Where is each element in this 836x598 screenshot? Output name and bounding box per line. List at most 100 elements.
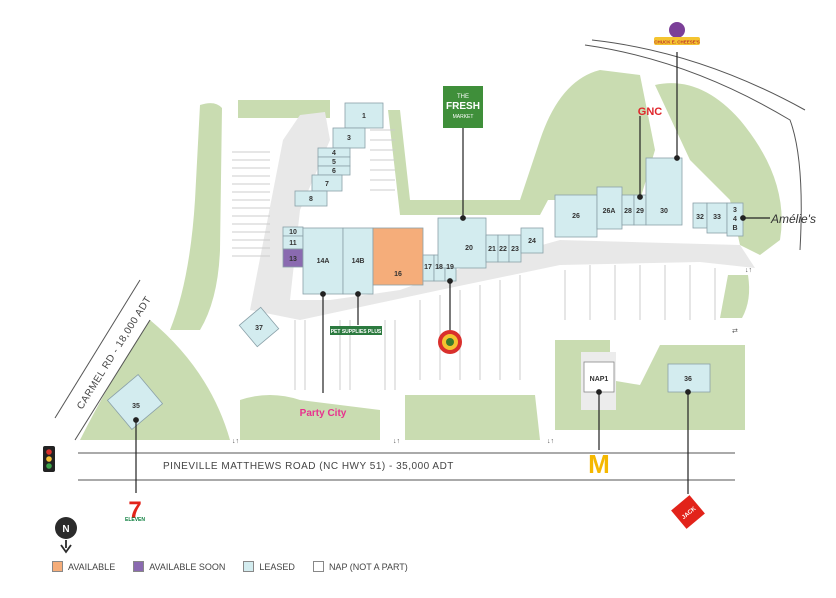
svg-text:7: 7 — [128, 497, 141, 524]
unit-label-16: 16 — [394, 271, 402, 278]
green-west-strip — [170, 103, 222, 330]
seven-eleven-logo: 7 ELEVEN — [122, 496, 148, 524]
fresh-market-logo: THE FRESH MARKET — [443, 86, 483, 128]
road-east-edge — [584, 44, 802, 251]
mcdonalds-logo: M — [588, 449, 610, 479]
unit-label-32: 32 — [696, 214, 704, 221]
svg-text:↓↑: ↓↑ — [745, 267, 752, 274]
svg-text:MARKET: MARKET — [453, 114, 474, 120]
chuck-e-cheese-logo: CHUCK E. CHEESE'S — [654, 22, 700, 45]
svg-text:↓↑: ↓↑ — [393, 438, 400, 445]
svg-text:↓↑: ↓↑ — [232, 438, 239, 445]
zaxbys-style-logo — [438, 330, 462, 354]
unit-label-34-line2: 4 — [733, 216, 737, 223]
parking-stripes — [232, 129, 716, 390]
svg-text:CHUCK E. CHEESE'S: CHUCK E. CHEESE'S — [654, 40, 700, 45]
buildings — [106, 102, 744, 430]
svg-text:THE: THE — [457, 94, 469, 100]
unit-label-34-line1: 3 — [733, 207, 737, 214]
pet-supplies-plus-logo: PET SUPPLIES PLUS — [330, 326, 382, 335]
unit-label-36: 36 — [684, 376, 692, 383]
unit-label-17: 17 — [424, 264, 432, 271]
legend-label-nap: NAP (NOT A PART) — [328, 561, 408, 572]
unit-label-29: 29 — [636, 208, 644, 215]
legend-item-nap: NAP (NOT A PART) — [312, 561, 408, 572]
site-plan-map: 1 3 4 5 6 7 8 10 11 13 14A 14B 16 17 18 … — [43, 22, 816, 554]
green-east-island — [720, 275, 750, 318]
unit-label-35: 35 — [132, 403, 140, 410]
unit-20 — [437, 217, 487, 269]
unit-label-8: 8 — [309, 196, 313, 203]
unit-16 — [372, 227, 424, 286]
unit-label-4: 4 — [332, 150, 336, 157]
unit-label-37: 37 — [255, 325, 263, 332]
unit-label-6: 6 — [332, 168, 336, 175]
road-east-edge-inner — [591, 39, 806, 111]
unit-label-23: 23 — [511, 246, 519, 253]
unit-label-5: 5 — [332, 159, 336, 166]
legend-swatch-available — [52, 561, 63, 572]
unit-14b — [342, 227, 374, 295]
unit-label-1: 1 — [362, 113, 366, 120]
unit-label-7: 7 — [325, 181, 329, 188]
unit-14a — [302, 227, 344, 295]
unit-label-10: 10 — [289, 229, 297, 236]
svg-text:↓↑: ↓↑ — [547, 438, 554, 445]
svg-text:FRESH: FRESH — [446, 101, 480, 112]
unit-36 — [667, 363, 711, 393]
unit-24 — [520, 227, 544, 254]
green-north-strip — [238, 100, 330, 118]
gnc-logo: GNC — [638, 106, 663, 118]
unit-label-34-line3: B — [732, 225, 737, 232]
legend-item-available: AVAILABLE — [52, 561, 115, 572]
callout-lines — [133, 52, 770, 494]
map-legend: AVAILABLE AVAILABLE SOON LEASED NAP (NOT… — [52, 561, 408, 572]
unit-label-14b: 14B — [352, 258, 365, 265]
green-south-center — [240, 395, 380, 440]
unit-label-26: 26 — [572, 213, 580, 220]
north-arrow-icon: N — [55, 517, 77, 554]
green-northwest-band — [388, 70, 655, 215]
traffic-arrows: ↓↑ ↓↑ ↓↑ ↓↑ ⇄ — [232, 267, 752, 445]
road-label-main: PINEVILLE MATTHEWS ROAD (NC HWY 51) - 35… — [163, 461, 454, 472]
unit-label-nap1: NAP1 — [590, 376, 609, 383]
unit-label-18: 18 — [435, 264, 443, 271]
unit-26a — [596, 186, 623, 230]
unit-label-20: 20 — [465, 245, 473, 252]
traffic-light-icon — [43, 446, 55, 472]
amelies-logo: Amélie's — [770, 212, 816, 226]
green-east-hill — [655, 83, 782, 255]
legend-item-leased: LEASED — [243, 561, 295, 572]
unit-label-19: 19 — [446, 264, 454, 271]
svg-text:PET SUPPLIES PLUS: PET SUPPLIES PLUS — [331, 329, 382, 335]
road-side-edge-left — [54, 279, 141, 419]
unit-label-28: 28 — [624, 208, 632, 215]
roads — [54, 39, 806, 481]
unit-35 — [106, 374, 164, 430]
svg-text:ELEVEN: ELEVEN — [125, 517, 145, 523]
svg-text:N: N — [62, 524, 69, 535]
unit-label-13: 13 — [289, 256, 297, 263]
road-side-edge-right — [74, 319, 151, 441]
green-south-mid — [405, 395, 540, 440]
unit-label-14a: 14A — [317, 258, 330, 265]
unit-label-3: 3 — [347, 135, 351, 142]
legend-label-available-soon: AVAILABLE SOON — [149, 561, 226, 572]
unit-1 — [344, 102, 384, 129]
legend-swatch-nap — [312, 561, 324, 572]
parking-main — [250, 112, 755, 320]
legend-swatch-available-soon — [133, 561, 145, 572]
unit-label-11: 11 — [289, 240, 297, 247]
svg-text:⇄: ⇄ — [732, 328, 738, 335]
party-city-logo: Party City — [300, 408, 347, 419]
unit-8 — [294, 190, 328, 207]
unit-label-33: 33 — [713, 214, 721, 221]
unit-30 — [645, 157, 683, 226]
unit-37 — [238, 306, 280, 348]
unit-label-22: 22 — [499, 246, 507, 253]
unit-label-21: 21 — [488, 246, 496, 253]
jack-logo: JACK — [671, 495, 705, 529]
legend-item-available-soon: AVAILABLE SOON — [133, 561, 225, 572]
unit-labels: 1 3 4 5 6 7 8 10 11 13 14A 14B 16 17 18 … — [132, 113, 737, 410]
unit-label-30: 30 — [660, 208, 668, 215]
